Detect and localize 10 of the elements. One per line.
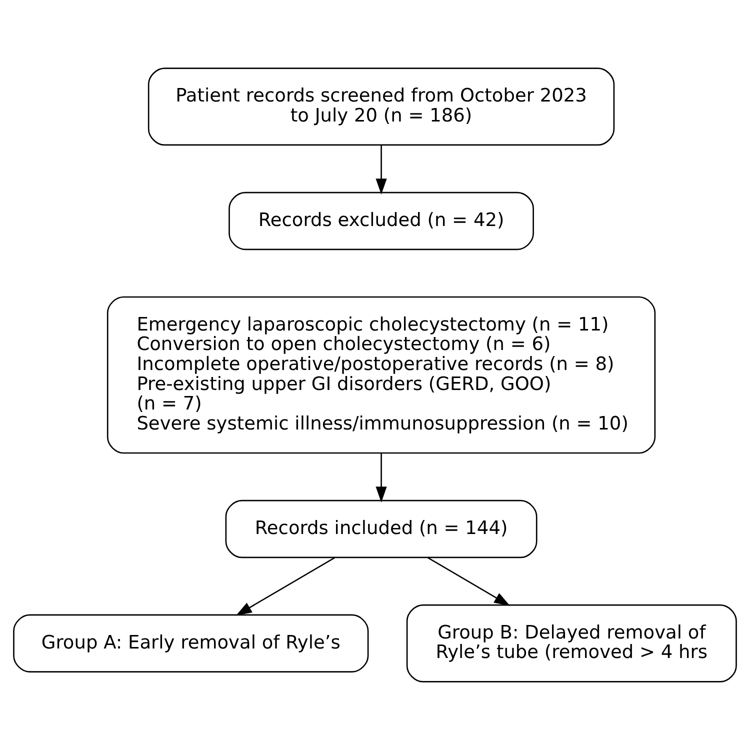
node-box: Records excluded (n = 42) — [228, 192, 534, 250]
node-box: Group A: Early removal of Ryle’s — [13, 614, 369, 672]
arrow — [236, 557, 336, 616]
node-box: Records included (n = 144) — [225, 500, 538, 558]
arrow — [376, 145, 387, 195]
arrow — [428, 557, 510, 606]
node-box: Patient records screened from October 2023 to July 20 (n = 186) — [148, 68, 615, 146]
arrow — [376, 453, 387, 502]
node-box: Group B: Delayed removal of Ryle’s tube (removed > 4 hrs — [406, 604, 737, 682]
node-box: Emergency laparoscopic cholecystectomy (n = 11) Conversion to open cholecystectomy (n = 6) Incomplete operative/postoperative records (n = 8) Pre-existing upper GI disorders (GERD, GOO) (n = 7) Severe systemic illness/immunosuppression (n = 10) — [106, 296, 656, 454]
